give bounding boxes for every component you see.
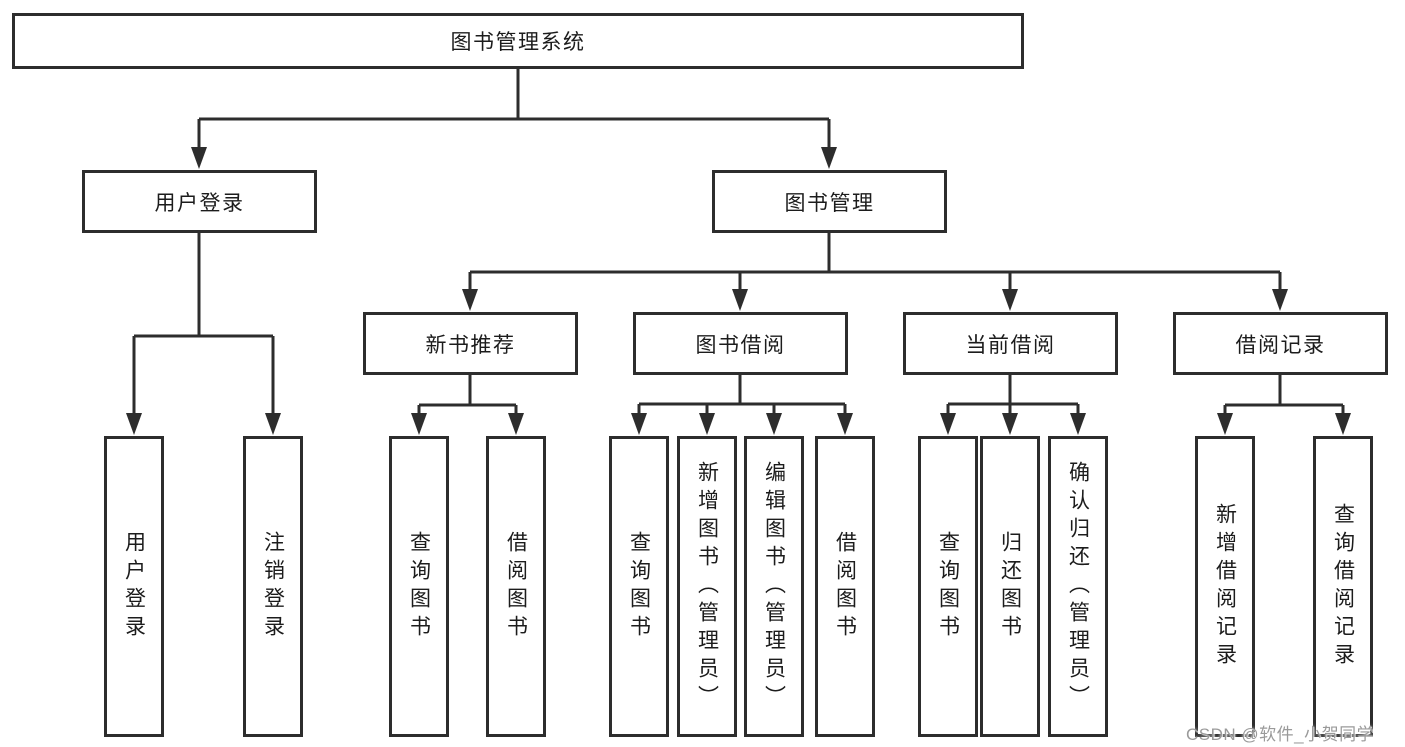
leaf-return-book-label: 归还图书	[998, 530, 1022, 643]
node-root-system-label: 图书管理系统	[450, 31, 586, 54]
connector-new-book-branch	[417, 375, 518, 414]
leaf-logout-label: 注销登录	[261, 530, 285, 643]
leaf-query-books-recommend-label: 查询图书	[407, 530, 431, 643]
node-root-system: 图书管理系统	[12, 13, 1024, 69]
arrowheads-user-login-branch	[126, 413, 281, 435]
leaf-user-login-label: 用户登录	[122, 530, 146, 643]
connector-root-branch	[197, 69, 831, 149]
leaf-add-book-admin-label: 新增图书（管理员）	[695, 460, 719, 713]
leaf-query-books-borrow: 查询图书	[609, 436, 669, 737]
leaf-query-borrow-record-label: 查询借阅记录	[1331, 502, 1355, 671]
arrowheads-book-management-branch	[462, 289, 1288, 311]
node-book-management-label: 图书管理	[784, 191, 875, 215]
leaf-edit-book-admin: 编辑图书（管理员）	[744, 436, 804, 737]
leaf-add-book-admin: 新增图书（管理员）	[677, 436, 737, 737]
leaf-add-borrow-record-label: 新增借阅记录	[1213, 502, 1237, 671]
node-borrowing-records: 借阅记录	[1173, 312, 1388, 375]
arrowheads-book-borrow-branch	[631, 413, 853, 435]
leaf-borrow-books-label: 借阅图书	[833, 530, 857, 643]
leaf-query-books-borrow-label: 查询图书	[627, 530, 651, 643]
leaf-user-login: 用户登录	[104, 436, 164, 737]
node-new-book-recommendation: 新书推荐	[363, 312, 578, 375]
node-book-borrowing: 图书借阅	[633, 312, 848, 375]
connector-current-borrow-branch	[946, 375, 1080, 414]
leaf-confirm-return-admin: 确认归还（管理员）	[1048, 436, 1108, 737]
leaf-edit-book-admin-label: 编辑图书（管理员）	[762, 460, 786, 713]
node-book-management: 图书管理	[712, 170, 947, 233]
leaf-add-borrow-record: 新增借阅记录	[1195, 436, 1255, 737]
leaf-query-books-current: 查询图书	[918, 436, 978, 737]
node-current-borrowing-label: 当前借阅	[965, 333, 1056, 357]
connector-book-management-branch	[468, 233, 1282, 290]
connector-borrow-records-branch	[1223, 375, 1345, 414]
leaf-logout: 注销登录	[243, 436, 303, 737]
leaf-query-borrow-record: 查询借阅记录	[1313, 436, 1373, 737]
arrowheads-current-borrow-branch	[940, 413, 1086, 435]
node-borrowing-records-label: 借阅记录	[1235, 333, 1326, 357]
arrowheads-borrow-records-branch	[1217, 413, 1351, 435]
leaf-query-books-recommend: 查询图书	[389, 436, 449, 737]
leaf-borrow-books-recommend-label: 借阅图书	[504, 530, 528, 643]
connector-user-login-branch	[132, 233, 275, 414]
node-user-login: 用户登录	[82, 170, 317, 233]
node-current-borrowing: 当前借阅	[903, 312, 1118, 375]
arrowheads-root-branch	[191, 147, 837, 169]
node-new-book-recommendation-label: 新书推荐	[425, 333, 516, 357]
node-book-borrowing-label: 图书借阅	[695, 333, 786, 357]
leaf-borrow-books-recommend: 借阅图书	[486, 436, 546, 737]
leaf-confirm-return-admin-label: 确认归还（管理员）	[1066, 460, 1090, 713]
leaf-borrow-books: 借阅图书	[815, 436, 875, 737]
leaf-query-books-current-label: 查询图书	[936, 530, 960, 643]
node-user-login-label: 用户登录	[154, 191, 245, 215]
csdn-watermark: CSDN @软件_小贺同学	[1186, 725, 1375, 744]
connector-book-borrow-branch	[637, 375, 847, 414]
leaf-return-book: 归还图书	[980, 436, 1040, 737]
arrowheads-new-book-branch	[411, 413, 524, 435]
